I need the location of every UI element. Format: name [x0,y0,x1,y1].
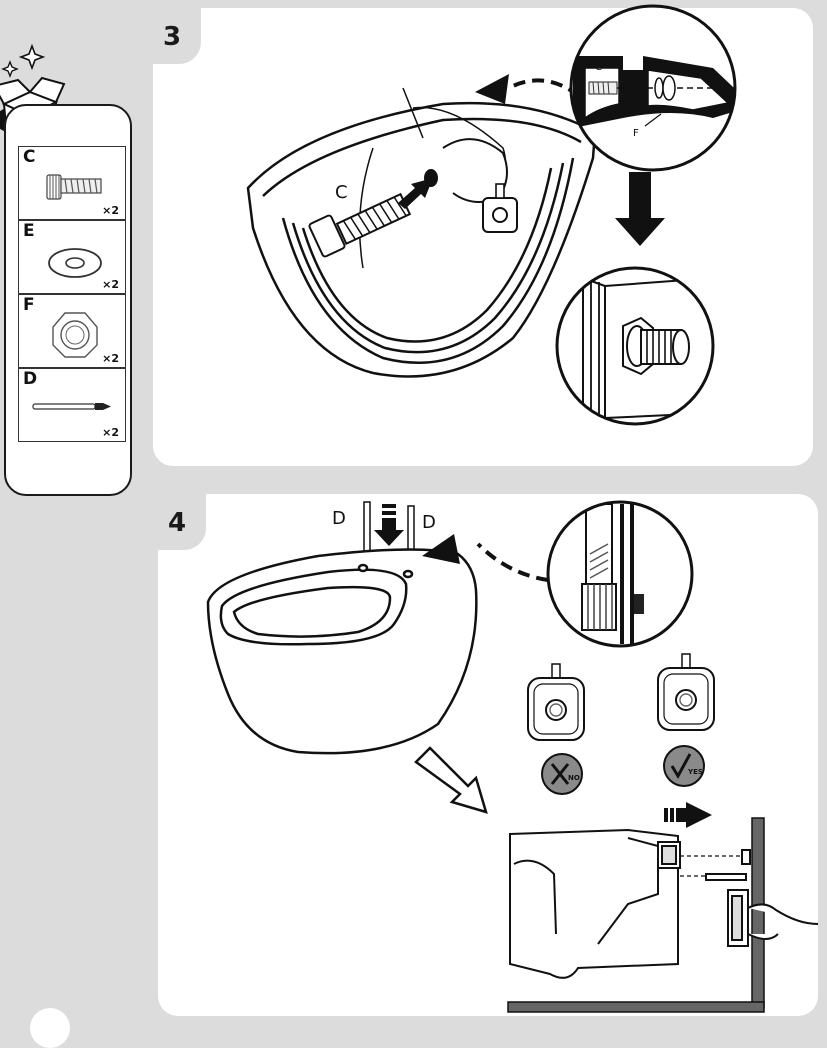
step-number: 3 [163,22,182,52]
part-letter: F [23,295,35,315]
part-qty: ×2 [102,278,119,291]
step-3-panel: 3 C [153,4,813,466]
nut-icon [52,312,98,358]
step-tab: 4 [158,494,206,550]
toilet-bowl-rear-view [246,87,597,378]
inset-label-e: E [651,62,657,73]
label-d-left: D [332,508,346,529]
push-right-arrow [664,802,712,828]
parts-list: C ×2 E ×2 F ×2 D ×2 [4,104,132,496]
down-arrow [615,172,665,246]
pin-detail-inset [546,500,694,648]
part-f: F ×2 [18,294,126,368]
washer-icon [48,248,102,278]
part-letter: C [23,147,36,167]
insert-down-arrow [374,504,404,546]
no-badge-label: NO [568,774,580,782]
cross-section-inset: C E F [569,4,737,172]
fitting-correct [657,653,715,731]
step-4-panel: 4 D D [158,494,819,1016]
step-number: 4 [168,508,187,538]
pin-icon [32,403,111,410]
fitting-wrong [527,663,585,741]
step-tab: 3 [153,8,201,64]
part-qty: ×2 [102,352,119,365]
no-badge-icon: NO [541,753,583,795]
bolt-c-illustration [308,169,438,258]
part-letter: D [23,369,38,389]
yes-badge-icon: YES [663,745,705,787]
wall-bracket [727,889,819,947]
part-d: D ×2 [18,368,126,442]
mounted-toilet-section [509,828,751,979]
square-fitting [482,183,518,233]
label-d-right: D [422,512,436,533]
label-c: C [335,182,348,203]
part-qty: ×2 [102,204,119,217]
threaded-bolt-icon [46,174,102,200]
inset-label-c: C [595,62,602,73]
part-c: C ×2 [18,146,126,220]
wall [751,817,765,1009]
part-qty: ×2 [102,426,119,439]
part-e: E ×2 [18,220,126,294]
outline-arrow [414,746,488,814]
pin-d-left [363,501,371,553]
floor [507,1001,765,1013]
next-step-hint [30,1008,70,1048]
arrow-head [475,74,509,104]
part-letter: E [23,221,35,241]
yes-badge-label: YES [687,768,703,776]
step-4-illustration: D D [206,500,819,1013]
nut-detail-inset [555,266,715,426]
inset-label-f: F [633,128,639,139]
step-3-illustration: C C E [246,4,737,426]
wall-hung-toilet [206,548,478,755]
